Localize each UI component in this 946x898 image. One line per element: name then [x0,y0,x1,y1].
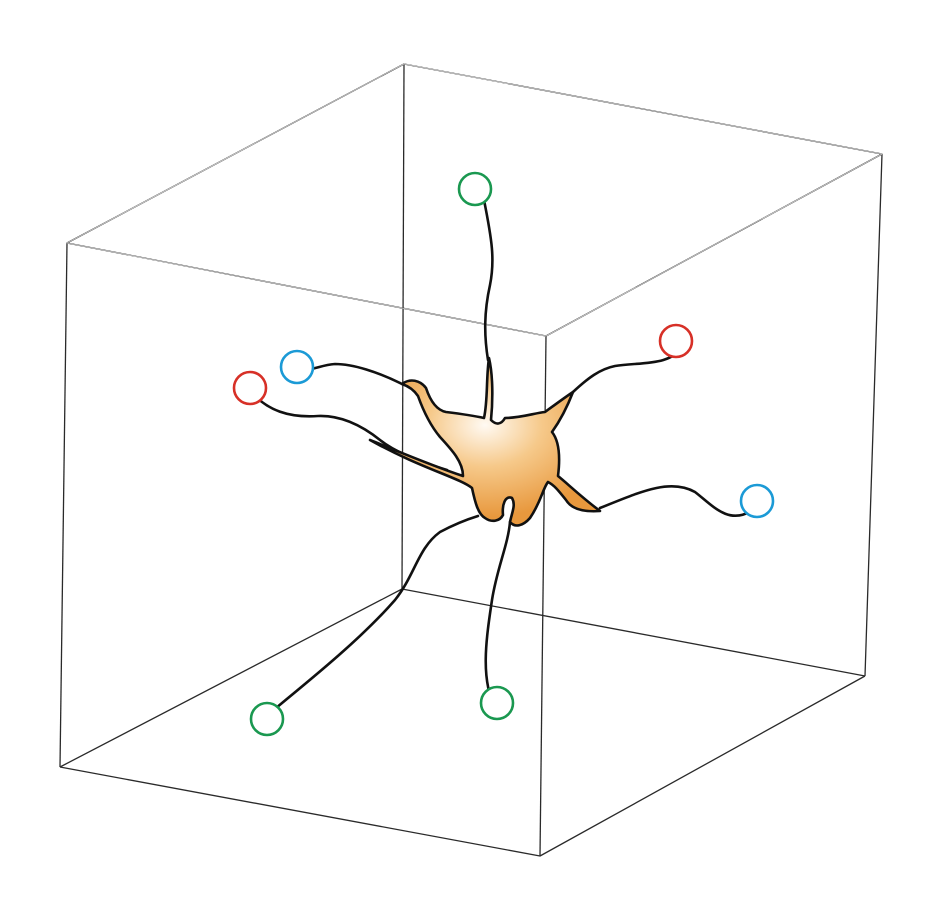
process-right [598,484,753,518]
process-upper-right [571,344,684,394]
terminal-bottom-green [479,685,515,721]
cell-body-icon [368,356,602,527]
terminal-left-blue [279,349,315,385]
process-bottom [484,520,512,712]
terminal-top-green [457,171,493,207]
cube-back-edges [59,63,866,768]
terminal-upper-right-red [658,323,694,359]
terminal-right-blue [739,483,775,519]
terminal-lower-left-green [249,701,285,737]
process-lower-left [263,514,480,719]
terminals [232,171,775,737]
terminal-left-red [232,370,268,406]
process-top [482,198,494,362]
